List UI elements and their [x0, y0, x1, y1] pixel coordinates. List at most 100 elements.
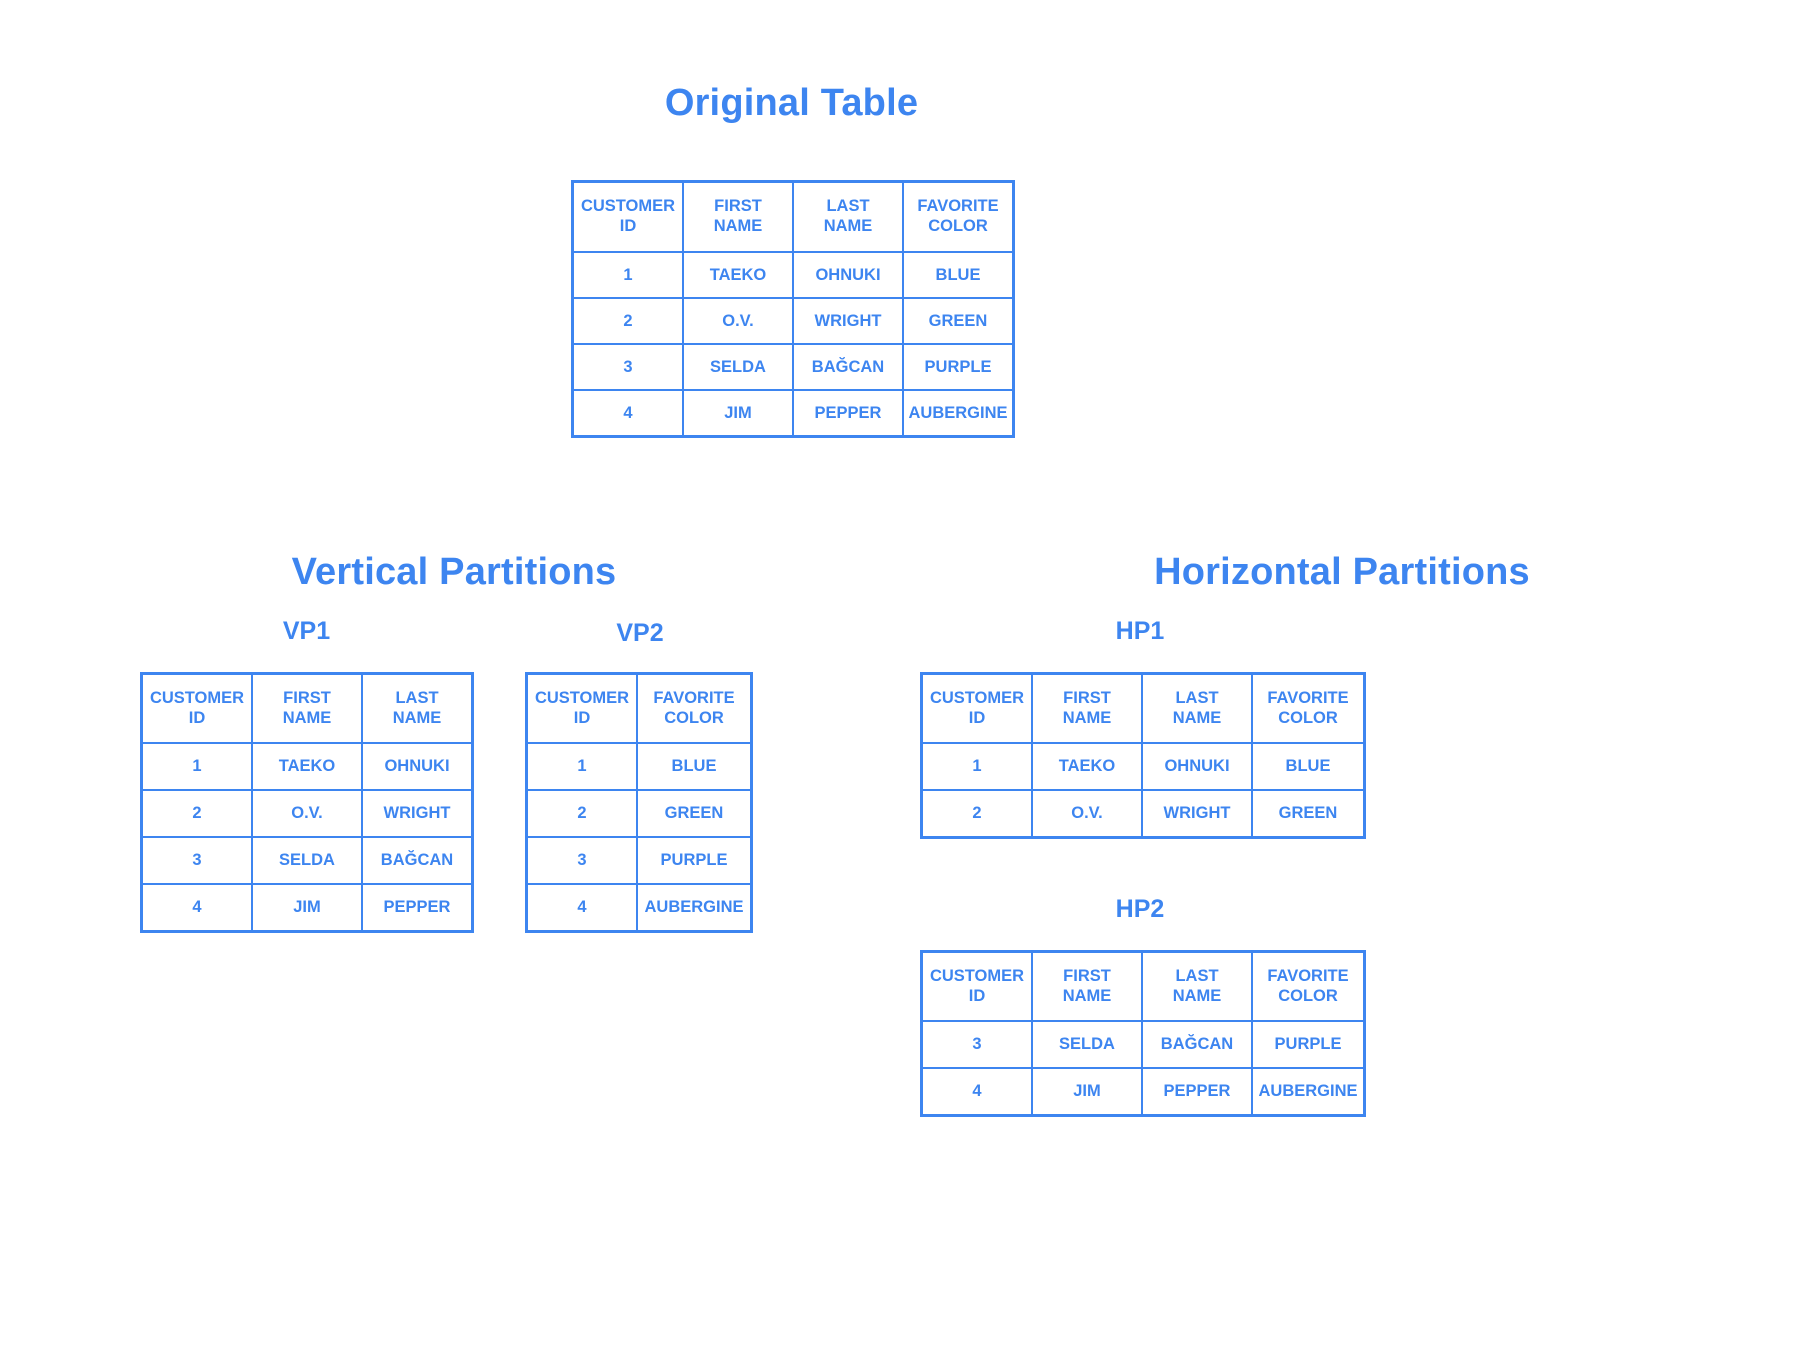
table-cell: PURPLE: [636, 836, 753, 885]
table-cell: 4: [571, 389, 684, 438]
table-cell: O.V.: [251, 789, 363, 838]
table-cell: JIM: [1031, 1067, 1143, 1117]
table-cell: O.V.: [682, 297, 794, 345]
table-cell: JIM: [682, 389, 794, 438]
table-cell: PEPPER: [792, 389, 904, 438]
vp1-label: VP1: [282, 617, 331, 645]
original-table-heading: Original Table: [664, 82, 919, 124]
table-cell: GREEN: [1251, 789, 1366, 839]
table-cell: BAĞCAN: [792, 343, 904, 391]
table-cell: 4: [140, 883, 253, 933]
table-cell: OHNUKI: [361, 742, 474, 791]
table-cell: AUBERGINE: [1251, 1067, 1366, 1117]
table-cell: 2: [571, 297, 684, 345]
table-cell: OHNUKI: [1141, 742, 1253, 791]
table-cell: 2: [525, 789, 638, 838]
table-cell: 3: [920, 1020, 1033, 1069]
table-cell: AUBERGINE: [636, 883, 753, 933]
table-cell: WRIGHT: [1141, 789, 1253, 839]
table-cell: AUBERGINE: [902, 389, 1015, 438]
table-cell: 3: [140, 836, 253, 885]
table-cell: 1: [140, 742, 253, 791]
table-cell: WRIGHT: [792, 297, 904, 345]
vp2-label: VP2: [616, 619, 664, 647]
table-cell: PURPLE: [902, 343, 1015, 391]
table-cell: SELDA: [251, 836, 363, 885]
table-cell: SELDA: [682, 343, 794, 391]
table-cell: GREEN: [636, 789, 753, 838]
table-cell: 4: [525, 883, 638, 933]
table-cell: 1: [525, 742, 638, 791]
table-cell: PURPLE: [1251, 1020, 1366, 1069]
table-cell: 3: [525, 836, 638, 885]
table-cell: O.V.: [1031, 789, 1143, 839]
table-cell: GREEN: [902, 297, 1015, 345]
table-cell: 3: [571, 343, 684, 391]
table-cell: JIM: [251, 883, 363, 933]
table-cell: BAĞCAN: [1141, 1020, 1253, 1069]
table-cell: 1: [920, 742, 1033, 791]
hp2-label: HP2: [1115, 895, 1165, 923]
hp1-label: HP1: [1115, 617, 1165, 645]
table-cell: TAEKO: [682, 251, 794, 299]
table-cell: BLUE: [636, 742, 753, 791]
table-cell: 2: [140, 789, 253, 838]
table-cell: BAĞCAN: [361, 836, 474, 885]
table-cell: SELDA: [1031, 1020, 1143, 1069]
table-cell: PEPPER: [1141, 1067, 1253, 1117]
table-cell: 4: [920, 1067, 1033, 1117]
table-cell: 1: [571, 251, 684, 299]
table-cell: BLUE: [1251, 742, 1366, 791]
vertical-partitions-heading: Vertical Partitions: [291, 551, 617, 593]
table-cell: BLUE: [902, 251, 1015, 299]
table-cell: TAEKO: [251, 742, 363, 791]
horizontal-partitions-heading: Horizontal Partitions: [1154, 551, 1530, 593]
